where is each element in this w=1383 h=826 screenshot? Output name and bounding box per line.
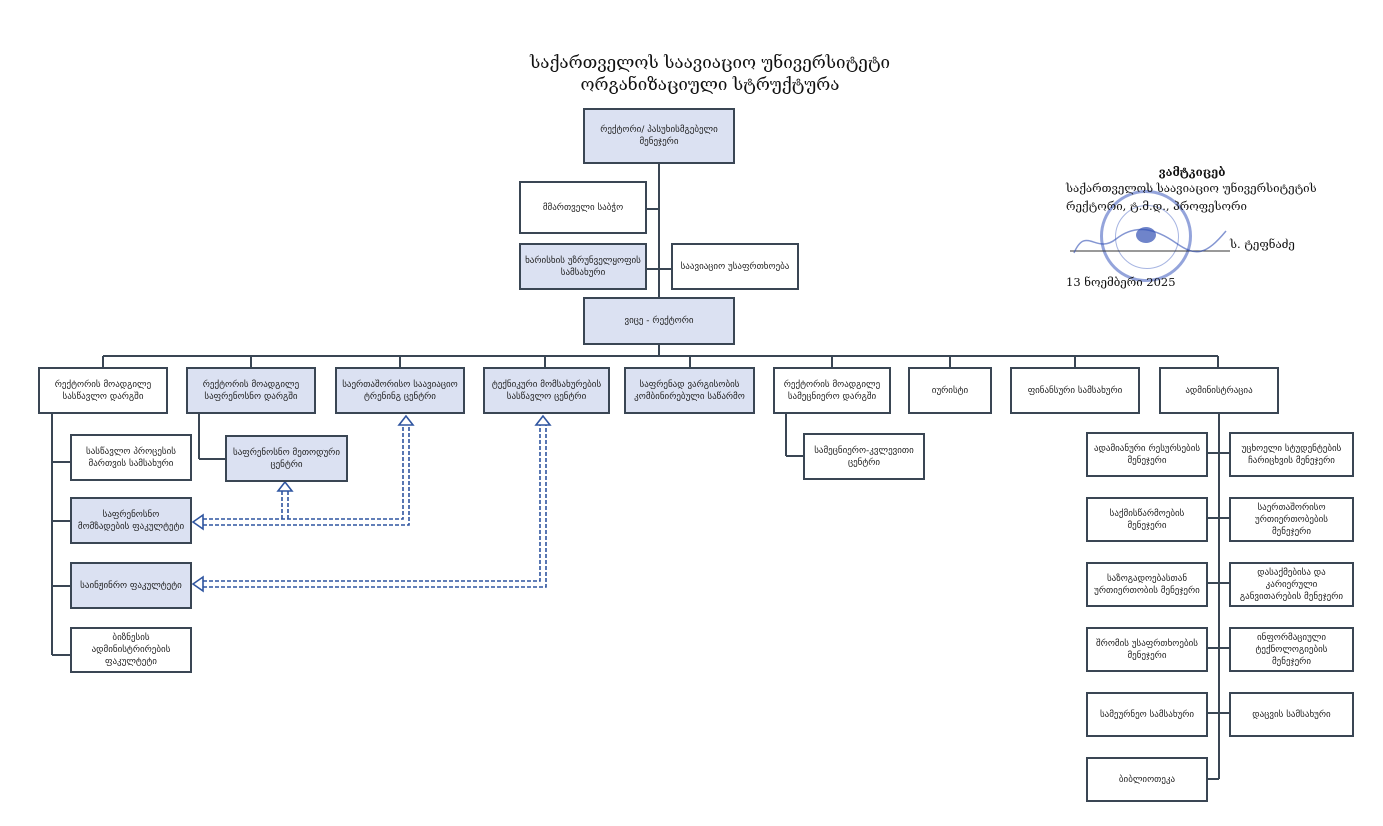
node-label: სასწავლო პროცესის მართვის სამსახური: [86, 446, 176, 469]
node-label: საინჟინრო ფაკულტეტი: [80, 580, 182, 591]
node-facilities-office[interactable]: სამეურნეო სამსახური: [1086, 692, 1208, 737]
node-intl-admission-manager[interactable]: უცხოელი სტუდენტების ჩარიცხვის მენეჯერი: [1229, 432, 1354, 477]
signature-icon: [1070, 228, 1230, 254]
node-research-center[interactable]: სამეცნიერო-კვლევითი ცენტრი: [803, 433, 925, 480]
title-line-2: ორგანიზაციული სტრუქტურა: [580, 75, 840, 95]
node-intl-training-center[interactable]: საერთაშორისო საავიაციო ტრენინგ ცენტრი: [335, 367, 465, 414]
dashed-arrow-training-to-flight-faculty: [203, 424, 404, 520]
node-label: რექტორი/ პასუხისმგებელი მენეჯერი: [600, 125, 718, 147]
node-label: საერთაშორისო საავიაციო ტრენინგ ცენტრი: [342, 379, 458, 402]
node-label: საფრენოსნო მეთოდური ცენტრი: [233, 447, 340, 470]
node-business-faculty[interactable]: ბიზნესის ადმინისტრირების ფაკულტეტი: [70, 627, 192, 673]
node-airworthiness-enterprise[interactable]: საფრენად ვარგისობის კომბინირებული საწარმ…: [624, 367, 755, 414]
node-deputy-research[interactable]: რექტორის მოადგილე სამეცნიერო დარგში: [773, 367, 891, 414]
node-lawyer[interactable]: იურისტი: [908, 367, 992, 414]
approval-line-2: რექტორი, ტ.მ.დ., პროფესორი: [1066, 199, 1247, 213]
arrowhead-method-center: [276, 480, 294, 492]
arrowhead-tech-center: [534, 414, 552, 426]
node-label: ბიბლიოთეკა: [1118, 774, 1176, 785]
node-flight-faculty[interactable]: საფრენოსნო მომზადების ფაკულტეტი: [70, 497, 192, 544]
node-quality-assurance[interactable]: ხარისხის უზრუნველყოფის სამსახური: [519, 243, 647, 290]
approval-block: ვამტკიცებ საქართველოს საავიაციო უნივერსი…: [1062, 155, 1362, 305]
node-pr-manager[interactable]: საზოგადოებასთან ურთიერთობის მენეჯერი: [1086, 562, 1208, 607]
node-governing-board[interactable]: მმართველი საბჭო: [519, 181, 647, 234]
node-label: ტექნიკური მომსახურების სასწავლო ცენტრი: [491, 379, 602, 402]
node-label: საფრენად ვარგისობის კომბინირებული საწარმ…: [634, 379, 745, 402]
stamp-icon: [1100, 190, 1192, 282]
stamp-inner-ring: [1115, 205, 1179, 269]
node-label: რექტორის მოადგილე სასწავლო დარგში: [54, 379, 152, 402]
arrowhead-engineering: [191, 575, 204, 593]
node-it-manager[interactable]: ინფორმაციული ტექნოლოგიების მენეჯერი: [1229, 627, 1354, 672]
node-education-process-office[interactable]: სასწავლო პროცესის მართვის სამსახური: [70, 434, 192, 481]
arrowhead-training-center: [397, 414, 415, 426]
node-label: საავიაციო უსაფრთხოება: [680, 261, 790, 272]
arrowhead-flight-faculty: [191, 513, 204, 531]
node-label: ინფორმაციული ტექნოლოგიების მენეჯერი: [1255, 632, 1328, 667]
node-label: დასაქმებისა და კარიერული განვითარების მე…: [1239, 567, 1344, 602]
approval-line-1: საქართველოს საავიაციო უნივერსიტეტის: [1066, 181, 1317, 195]
node-flight-method-center[interactable]: საფრენოსნო მეთოდური ცენტრი: [225, 435, 348, 482]
node-library[interactable]: ბიბლიოთეკა: [1086, 757, 1208, 802]
node-label: იურისტი: [931, 385, 969, 396]
node-label: ხარისხის უზრუნველყოფის სამსახური: [525, 255, 641, 278]
node-finance[interactable]: ფინანსური სამსახური: [1010, 367, 1140, 414]
node-intl-relations-manager[interactable]: საერთაშორისო ურთიერთობების მენეჯერი: [1229, 497, 1354, 542]
chart-title: საქართველოს საავიაციო უნივერსიტეტი ორგან…: [480, 52, 940, 96]
node-label: საერთაშორისო ურთიერთობების მენეჯერი: [1255, 502, 1328, 537]
node-labor-safety-manager[interactable]: შრომის უსაფრთხოების მენეჯერი: [1086, 627, 1208, 672]
node-security-office[interactable]: დაცვის სამსახური: [1229, 692, 1354, 737]
node-deputy-education[interactable]: რექტორის მოადგილე სასწავლო დარგში: [38, 367, 168, 414]
node-label: სამეურნეო სამსახური: [1099, 709, 1195, 720]
node-label: საზოგადოებასთან ურთიერთობის მენეჯერი: [1094, 573, 1200, 596]
node-label: შრომის უსაფრთხოების მენეჯერი: [1096, 638, 1198, 661]
node-label: ფინანსური სამსახური: [1027, 385, 1123, 396]
node-label: მმართველი საბჭო: [542, 202, 624, 213]
node-rector[interactable]: რექტორი/ პასუხისმგებელი მენეჯერი: [583, 108, 735, 164]
node-records-manager[interactable]: საქმისწარმოების მენეჯერი: [1086, 497, 1208, 542]
node-career-manager[interactable]: დასაქმებისა და კარიერული განვითარების მე…: [1229, 562, 1354, 607]
node-label: სამეცნიერო-კვლევითი ცენტრი: [814, 445, 914, 468]
node-vice-rector[interactable]: ვიცე - რექტორი: [583, 297, 735, 345]
node-label: საფრენოსნო მომზადების ფაკულტეტი: [77, 509, 185, 532]
approval-heading: ვამტკიცებ: [1158, 165, 1226, 179]
node-label: საქმისწარმოების მენეჯერი: [1109, 508, 1185, 531]
node-aviation-safety[interactable]: საავიაციო უსაფრთხოება: [671, 243, 799, 290]
node-label: ვიცე - რექტორი: [624, 316, 694, 326]
node-tech-training-center[interactable]: ტექნიკური მომსახურების სასწავლო ცენტრი: [483, 367, 610, 414]
node-administration[interactable]: ადმინისტრაცია: [1159, 367, 1279, 414]
node-label: რექტორის მოადგილე საფრენოსნო დარგში: [202, 379, 300, 402]
node-hr-manager[interactable]: ადამიანური რესურსების მენეჯერი: [1086, 432, 1208, 477]
node-label: დაცვის სამსახური: [1252, 709, 1331, 720]
node-label: ადმინისტრაცია: [1185, 385, 1253, 396]
node-label: ადამიანური რესურსების მენეჯერი: [1093, 443, 1201, 466]
approval-date: 13 ნოემბერი 2025: [1066, 275, 1176, 289]
node-deputy-flight[interactable]: რექტორის მოადგილე საფრენოსნო დარგში: [186, 367, 316, 414]
approval-signatory: ს. ტეფნაძე: [1230, 237, 1295, 251]
node-label: უცხოელი სტუდენტების ჩარიცხვის მენეჯერი: [1241, 443, 1342, 466]
title-line-1: საქართველოს საავიაციო უნივერსიტეტი: [529, 53, 891, 73]
node-label: ბიზნესის ადმინისტრირების ფაკულტეტი: [91, 633, 171, 667]
node-engineering-faculty[interactable]: საინჟინრო ფაკულტეტი: [70, 562, 192, 609]
node-label: რექტორის მოადგილე სამეცნიერო დარგში: [783, 379, 881, 402]
dashed-arrow-tech-center-to-engineering: [203, 424, 541, 582]
